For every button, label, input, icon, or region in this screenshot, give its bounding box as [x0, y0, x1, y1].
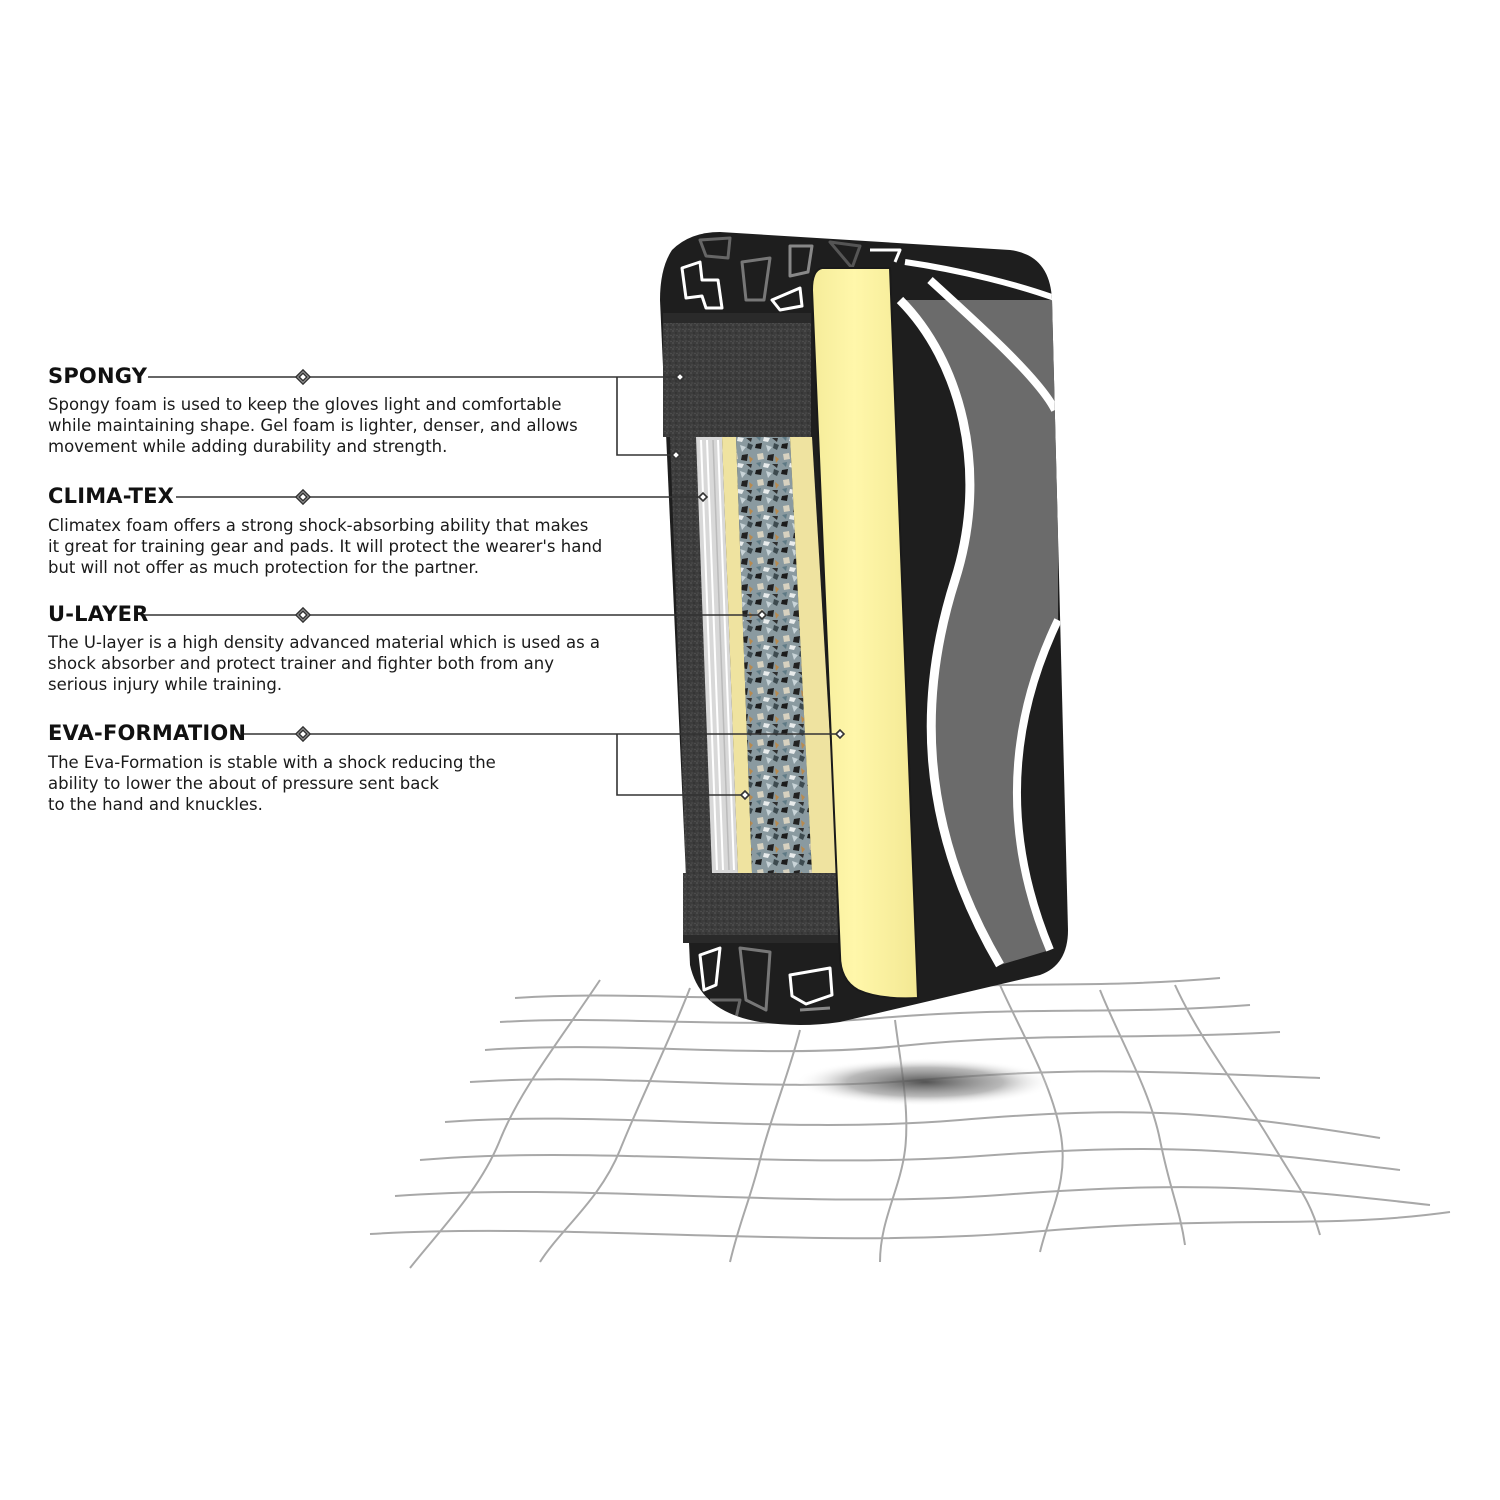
eva-formation-title: EVA-FORMATION: [48, 721, 247, 745]
spongy-description: Spongy foam is used to keep the gloves l…: [48, 395, 578, 456]
spongy-title: SPONGY: [48, 364, 148, 388]
diamond-marker: [297, 371, 309, 383]
spongy-top-edge: [663, 313, 811, 323]
endpoint-marker: [674, 371, 686, 383]
endpoint-marker: [697, 491, 709, 503]
wire-grid: [369, 977, 1451, 1269]
u-layer-description: The U-layer is a high density advanced m…: [48, 633, 601, 694]
endpoint-marker: [756, 609, 768, 621]
endpoint-marker: [670, 449, 682, 461]
main-foam: [810, 267, 920, 1000]
endpoint-marker: [834, 728, 846, 740]
pad-shadow: [795, 1058, 1055, 1106]
leader-markers: [294, 368, 846, 801]
eva-formation-description: The Eva-Formation is stable with a shock…: [48, 753, 496, 814]
clima-tex-title: CLIMA-TEX: [48, 484, 175, 508]
diamond-marker: [297, 491, 309, 503]
clima-tex-description: Climatex foam offers a strong shock-abso…: [48, 516, 603, 577]
spongy-top: [663, 313, 811, 437]
spongy-bottom: [683, 873, 838, 943]
diamond-marker: [297, 609, 309, 621]
diamond-marker: [297, 728, 309, 740]
endpoint-marker: [739, 789, 751, 801]
spongy-bottom-edge: [683, 935, 838, 943]
inner-layers: [670, 437, 838, 873]
leader-lines: [144, 376, 840, 796]
u-layer-title: U-LAYER: [48, 602, 149, 626]
